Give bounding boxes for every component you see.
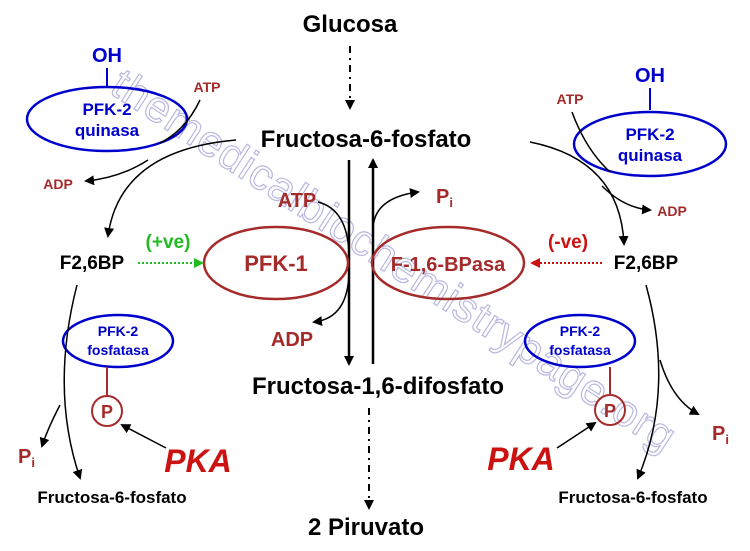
- left-oh-label: OH: [92, 45, 122, 67]
- left-adp-release-curve: [84, 159, 149, 186]
- right-pi-label: Pi: [712, 423, 729, 447]
- right-product-label: Fructosa-6-fosfato: [558, 488, 707, 507]
- center-atp-label: ATP: [278, 190, 317, 212]
- right-kinase-label-1: PFK-2: [625, 125, 674, 144]
- left-phospho-group: [91, 395, 123, 427]
- right-pfk2-kinase: [572, 110, 728, 178]
- left-pfk2-kinase: [25, 85, 189, 153]
- center-adp-label: ADP: [271, 329, 313, 351]
- left-f26bp-label: F2,6BP: [60, 253, 125, 274]
- left-pi-label: Pi: [18, 446, 35, 470]
- left-atp-curve: [159, 99, 201, 144]
- pyruvate-label: 2 Piruvato: [308, 514, 424, 541]
- right-pka-label: PKA: [487, 441, 555, 477]
- right-kinase-label-2: quinasa: [618, 146, 683, 165]
- right-pi-release-curve: [659, 359, 700, 415]
- pi-release-curve: [372, 188, 420, 231]
- pfk1-label: PFK-1: [244, 251, 308, 276]
- left-kinase-label-1: PFK-2: [82, 100, 131, 119]
- right-atp-curve: [571, 111, 611, 173]
- left-kinase-label-2: quinasa: [75, 121, 140, 140]
- right-f6p-to-f26bp-arrow: [529, 141, 629, 246]
- right-pka-arrow: [556, 421, 597, 449]
- right-oh-label: OH: [635, 65, 665, 87]
- left-activation-label: (+ve): [146, 232, 191, 253]
- left-pi-release-curve: [39, 404, 61, 448]
- right-inhibition-label: (-ve): [548, 232, 588, 253]
- right-f26bp-to-f6p-arrow: [636, 284, 660, 480]
- left-phosphatase-label-1: PFK-2: [98, 323, 139, 339]
- right-adp-label: ADP: [657, 203, 687, 219]
- left-phosphatase-label-2: fosfatasa: [87, 342, 149, 358]
- right-phospho-label: P: [604, 401, 616, 421]
- left-adp-label: ADP: [43, 176, 73, 192]
- left-pka-arrow: [120, 424, 167, 449]
- f16bp-label: Fructosa-1,6-difosfato: [252, 373, 504, 400]
- right-f26bp-label: F2,6BP: [614, 253, 679, 274]
- left-phospho-label: P: [101, 402, 113, 422]
- left-f6p-to-f26bp-arrow: [104, 139, 237, 238]
- fbpase-label: F-1,6-BPasa: [391, 254, 506, 276]
- right-pfk2-phosphatase: [523, 313, 637, 369]
- adp-release-curve: [312, 269, 350, 327]
- right-phosphatase-label-1: PFK-2: [560, 323, 601, 339]
- right-adp-release-curve: [601, 185, 652, 215]
- left-atp-label: ATP: [194, 79, 221, 95]
- left-product-label: Fructosa-6-fosfato: [37, 488, 186, 507]
- fbpase-enzyme: [370, 225, 526, 301]
- right-phospho-group: [594, 394, 626, 426]
- center-pi-label: Pi: [436, 186, 453, 210]
- left-pka-label: PKA: [164, 443, 232, 479]
- pfk1-enzyme: [202, 225, 350, 301]
- right-phosphatase-label-2: fosfatasa: [549, 342, 611, 358]
- glucose-label: Glucosa: [303, 11, 398, 38]
- atp-consumption-curve: [317, 201, 350, 259]
- f6p-label: Fructosa-6-fosfato: [261, 126, 472, 153]
- left-f26bp-to-f6p-arrow: [63, 284, 83, 480]
- right-atp-label: ATP: [557, 91, 584, 107]
- left-pfk2-phosphatase: [61, 313, 175, 369]
